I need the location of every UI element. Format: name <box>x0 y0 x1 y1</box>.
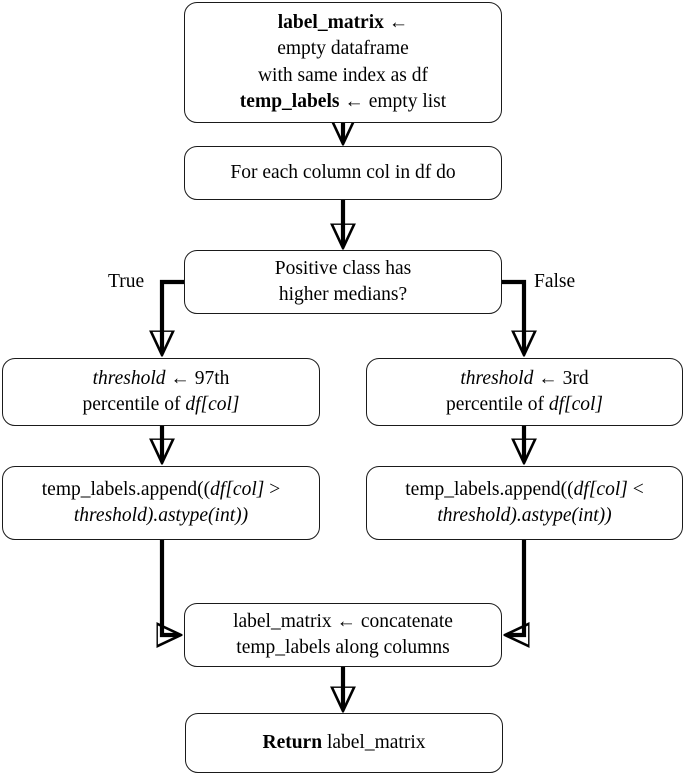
node-append-true-line-2: threshold).astype(int)) <box>74 503 248 529</box>
node-return[interactable]: Return label_matrix <box>185 713 503 773</box>
node-return-line-1: Return label_matrix <box>262 730 425 756</box>
connector-append-false-to-concat <box>507 540 524 635</box>
node-append-false-line-1-op: < <box>627 478 644 500</box>
node-init-line-2: empty dataframe <box>277 38 409 60</box>
node-append-true-line-2-post: ).astype(int)) <box>146 505 249 526</box>
node-init-line-4-bold: temp_labels <box>239 90 340 112</box>
node-append-false-line-1-mid: [col] <box>588 478 628 500</box>
node-append-true-line-1-mid: [col] <box>225 478 265 500</box>
node-threshold-false-line-2-post: [col] <box>564 394 604 415</box>
node-append-false-line-2: threshold).astype(int)) <box>437 503 611 529</box>
node-decision-line-2: higher medians? <box>278 284 408 305</box>
node-append-false-line-1-pre: temp_labels.append(( <box>405 478 574 500</box>
node-concat-line-2: temp_labels along columns <box>236 637 450 658</box>
node-threshold-true-line-1: threshold ← 97th <box>93 366 230 392</box>
connector-append-true-to-concat <box>162 540 179 635</box>
node-append-true-line-1-pre: temp_labels.append(( <box>41 478 211 500</box>
node-decision[interactable]: Positive class has higher medians? <box>184 250 502 314</box>
node-threshold-false-var: threshold <box>460 367 534 389</box>
node-return-keyword: Return <box>262 731 323 753</box>
node-threshold-true-line-2-pre: percentile of <box>82 394 186 415</box>
node-threshold-false-line-2-pre: percentile of <box>445 394 549 415</box>
node-threshold-true-line-1-rest: ← 97th <box>165 367 230 389</box>
node-decision-line-1: Positive class has <box>274 257 412 279</box>
node-append-false-line-1: temp_labels.append((df[col] < <box>405 477 643 503</box>
node-append-false-line-2-var: threshold <box>437 505 511 526</box>
node-threshold-true-var: threshold <box>92 367 166 389</box>
node-concat[interactable]: label_matrix ← concatenate temp_labels a… <box>184 603 502 667</box>
node-init-line-3: with same index as df <box>257 64 429 86</box>
node-append-true-line-1-op: > <box>264 478 281 500</box>
node-threshold-true[interactable]: threshold ← 97th percentile of df[col] <box>2 358 320 426</box>
connector-decision-false <box>502 279 524 353</box>
node-threshold-false-line-1-rest: ← 3rd <box>533 367 589 389</box>
node-threshold-false-line-2-var: df <box>548 394 565 415</box>
node-threshold-true-line-2-post: [col] <box>200 394 240 415</box>
node-init-line-1: label_matrix ← <box>277 12 409 34</box>
node-append-true[interactable]: temp_labels.append((df[col] > threshold)… <box>2 466 320 540</box>
connector-decision-true <box>162 279 184 353</box>
node-threshold-false-line-1: threshold ← 3rd <box>460 366 588 392</box>
node-append-false[interactable]: temp_labels.append((df[col] < threshold)… <box>366 466 683 540</box>
node-threshold-false[interactable]: threshold ← 3rd percentile of df[col] <box>366 358 683 426</box>
node-init[interactable]: label_matrix ← empty dataframe with same… <box>184 2 502 123</box>
node-threshold-true-line-2: percentile of df[col] <box>82 392 239 418</box>
node-loop[interactable]: For each column col in df do <box>184 146 502 200</box>
node-append-true-line-1: temp_labels.append((df[col] > <box>42 477 280 503</box>
node-concat-line-1: label_matrix ← concatenate <box>233 610 453 632</box>
edge-label-true: True <box>108 271 145 292</box>
node-init-line-4-rest: ← empty list <box>339 90 447 112</box>
node-loop-line-1: For each column col in df do <box>230 161 456 183</box>
node-append-false-line-1-var: df <box>573 478 589 500</box>
node-return-value: label_matrix <box>322 731 426 753</box>
node-append-true-line-2-var: threshold <box>73 505 147 526</box>
node-append-false-line-2-post: ).astype(int)) <box>510 505 612 526</box>
node-threshold-true-line-2-var: df <box>185 394 201 415</box>
edge-label-false: False <box>534 271 576 292</box>
node-append-true-line-1-var: df <box>210 478 226 500</box>
node-init-line-4: temp_labels ← empty list <box>240 89 446 115</box>
node-threshold-false-line-2: percentile of df[col] <box>446 392 603 418</box>
